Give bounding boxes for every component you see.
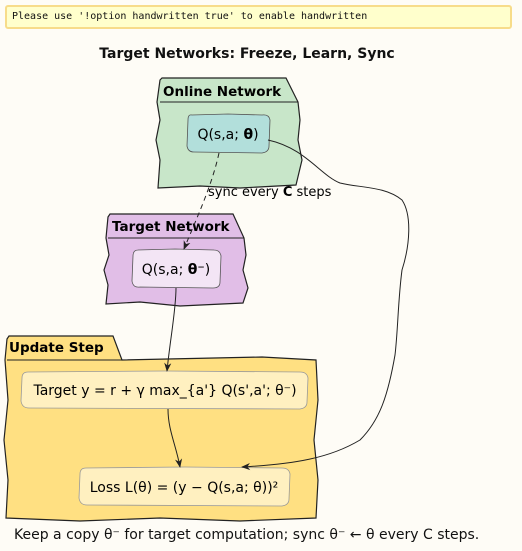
footer-caption: Keep a copy θ⁻ for target computation; s… [14,527,480,543]
handwritten-warning: Please use '!option handwritten true' to… [5,5,512,29]
node-target-shape [131,248,222,289]
node-target-text: Q(s,a; θ⁻) [142,262,210,278]
package-online-label: Online Network [163,84,282,100]
edge-online-to-loss [241,139,410,471]
node-target-y: Target y = r + γ max_{a'} Q(s',a'; θ⁻) [20,370,309,410]
node-target-y-text: Target y = r + γ max_{a'} Q(s',a'; θ⁻) [32,383,296,399]
edge-sync-label: sync every C steps [208,185,332,200]
node-y-shape [20,370,309,410]
edge-sync [183,152,220,250]
edge-y-to-loss [167,408,183,468]
node-online-shape [186,113,271,154]
node-loss: Loss L(θ) = (y − Q(s,a; θ))² [78,466,291,507]
node-loss-shape [78,466,291,507]
edge-target-to-y [164,287,177,372]
package-target-label: Target Network [112,219,231,235]
package-update-label: Update Step [9,340,104,356]
diagram-title: Target Networks: Freeze, Learn, Sync [99,46,395,62]
node-target-q: Q(s,a; θ⁻) [131,248,222,289]
node-online-q: Q(s,a; θ) [186,113,271,154]
node-loss-text: Loss L(θ) = (y − Q(s,a; θ))² [90,480,279,496]
node-online-text: Q(s,a; θ) [197,127,258,143]
